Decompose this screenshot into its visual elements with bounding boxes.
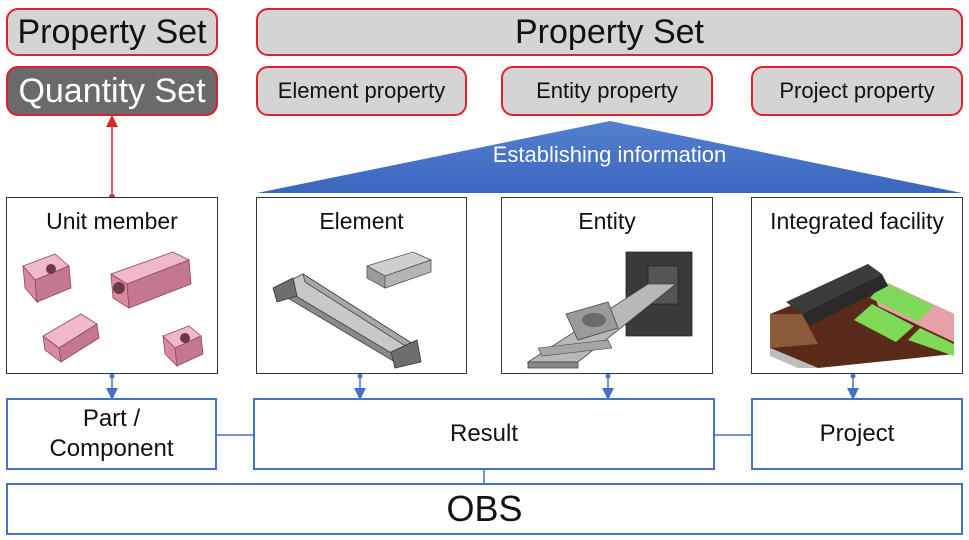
obs-box: OBS xyxy=(6,483,963,535)
card-title: Element xyxy=(319,208,404,234)
result-box: Result xyxy=(253,398,715,470)
element-property-pill: Element property xyxy=(256,66,467,116)
property-set-header: Property Set xyxy=(256,8,963,56)
element-beam-image xyxy=(272,251,433,369)
card-title: Unit member xyxy=(46,208,178,234)
quantity-set-pill: Quantity Set xyxy=(6,66,218,116)
part-component-line2: Component xyxy=(49,435,174,462)
project-box: Project xyxy=(751,398,963,470)
card-title: Integrated facility xyxy=(770,208,944,234)
entity-structure-image xyxy=(526,251,693,369)
card-integrated-facility: Integrated facility xyxy=(751,197,963,374)
integrated-facility-image xyxy=(770,264,954,368)
part-component-box: Part / Component xyxy=(6,398,217,470)
card-element: Element xyxy=(256,197,467,374)
card-entity: Entity xyxy=(501,197,713,374)
card-unit-member: Unit member xyxy=(6,197,218,374)
card-title: Entity xyxy=(578,208,636,234)
establishing-banner-label: Establishing information xyxy=(492,142,727,167)
unit-member-parts-image xyxy=(22,251,204,368)
project-property-pill: Project property xyxy=(751,66,963,116)
card-to-box-arrows xyxy=(106,373,859,400)
entity-property-pill: Entity property xyxy=(501,66,713,116)
property-set-pill: Property Set xyxy=(6,8,218,56)
part-component-line1: Part / xyxy=(82,405,141,432)
establishing-banner-shape xyxy=(257,121,962,193)
